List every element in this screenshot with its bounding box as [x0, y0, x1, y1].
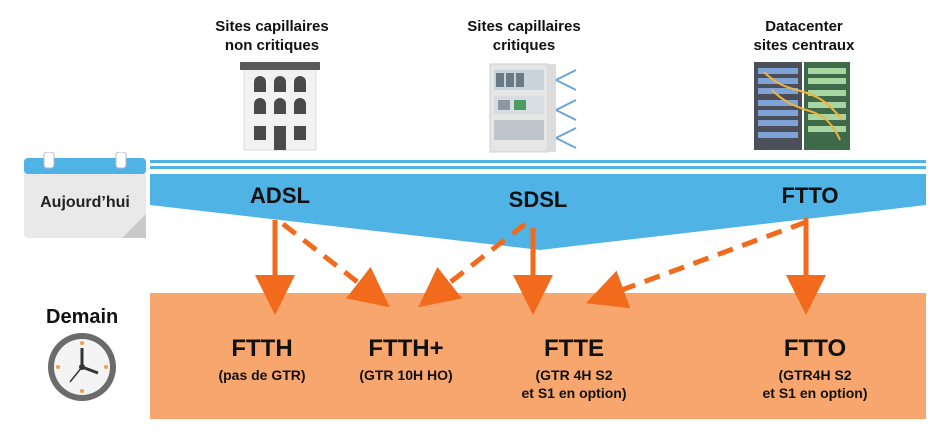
today-label: Aujourd’hui [40, 194, 130, 211]
offer-ftthplus-name: FTTH+ [368, 335, 444, 362]
server-room-icon [489, 63, 577, 153]
tomorrow-label: Demain [46, 306, 119, 328]
site-title-non-critical: Sites capillaires non critiques [215, 18, 329, 54]
offer-ftto-name: FTTO [783, 335, 847, 362]
site-title-critical: Sites capillaires critiques [467, 18, 581, 54]
offer-ftto-detail: (GTR4H S2 et S1 en option) [762, 367, 868, 401]
today-tech-sdsl: SDSL [508, 187, 568, 212]
arrow-adsl-ftthplus [281, 222, 390, 308]
offer-ftte-detail: (GTR 4H S2 et S1 en option) [521, 367, 627, 401]
calendar-icon [24, 152, 146, 238]
clock-icon [48, 333, 116, 401]
today-tech-ftto: FTTO [781, 183, 839, 208]
offer-ftte-name: FTTE [544, 335, 604, 362]
offer-ftth-name: FTTH [231, 335, 293, 362]
today-tech-adsl: ADSL [250, 183, 310, 208]
datacenter-rack-icon [754, 62, 850, 150]
building-icon [240, 62, 320, 151]
offer-ftthplus-detail: (GTR 10H HO) [359, 367, 453, 383]
site-title-datacenter: Datacenter sites centraux [753, 18, 855, 54]
offer-ftth-detail: (pas de GTR) [218, 367, 306, 383]
arrow-ftto-ftte [585, 219, 807, 309]
arrow-sdsl-ftthplus [418, 222, 527, 308]
